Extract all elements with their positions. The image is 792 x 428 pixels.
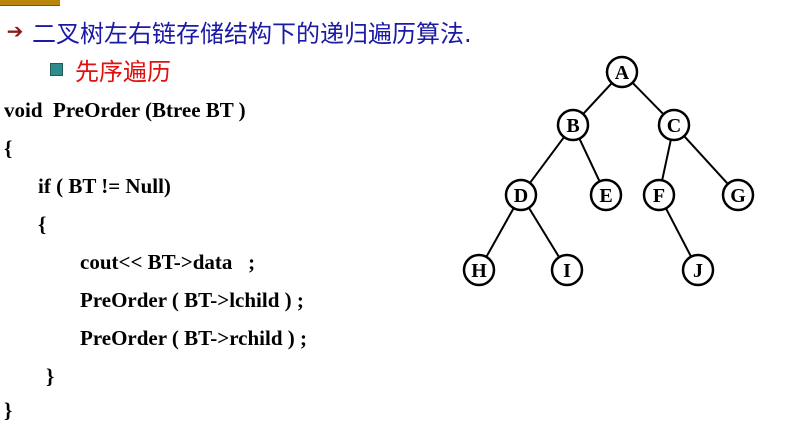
- tree-edge-b-d: [529, 136, 565, 184]
- tree-node-circle: [504, 178, 538, 212]
- tree-node-label: E: [599, 185, 612, 207]
- heading-text: 二叉树左右链存储结构下的递归遍历算法.: [32, 19, 472, 48]
- square-bullet-icon: [50, 62, 63, 76]
- code-line-close-brace: }: [4, 398, 13, 422]
- tree-node-label: C: [667, 115, 681, 137]
- tree-node-j: J: [681, 253, 715, 287]
- tree-node-e: E: [589, 178, 623, 212]
- code-line-if-open-brace: {: [38, 212, 47, 236]
- code-line-recurse-left: PreOrder ( BT->lchild ) ;: [80, 288, 304, 312]
- tree-node-f: F: [642, 178, 676, 212]
- slide-subheading: 先序遍历: [50, 52, 171, 86]
- tree-node-d: D: [504, 178, 538, 212]
- tree-edge-b-e: [578, 138, 601, 182]
- tree-node-g: G: [721, 178, 755, 212]
- top-decoration: [0, 0, 60, 6]
- tree-node-circle: [556, 108, 590, 142]
- tree-node-label: G: [730, 185, 746, 207]
- tree-node-circle: [589, 178, 623, 212]
- tree-node-circle: [605, 55, 639, 89]
- tree-edge-c-f: [661, 139, 672, 181]
- tree-node-label: A: [615, 62, 630, 84]
- tree-edge-a-b: [582, 82, 613, 115]
- tree-node-label: F: [653, 185, 665, 207]
- tree-node-circle: [721, 178, 755, 212]
- tree-edge-d-i: [527, 207, 561, 258]
- code-line-recurse-right: PreOrder ( BT->rchild ) ;: [80, 326, 308, 350]
- tree-node-label: D: [514, 185, 528, 207]
- tree-node-label: J: [693, 260, 703, 282]
- code-line-if: if ( BT != Null): [38, 174, 171, 198]
- tree-nodes: A B C D E F G H I J: [462, 55, 755, 287]
- tree-node-c: C: [657, 108, 691, 142]
- slide-heading: ➔ 二叉树左右链存储结构下的递归遍历算法.: [6, 14, 472, 48]
- code-line-if-close-brace: }: [46, 364, 55, 388]
- tree-edge-a-c: [631, 82, 665, 115]
- tree-node-i: I: [550, 253, 584, 287]
- binary-tree-diagram: A B C D E F G H I J: [462, 55, 755, 287]
- tree-node-a: A: [605, 55, 639, 89]
- tree-edge-d-h: [485, 207, 515, 258]
- tree-node-circle: [462, 253, 496, 287]
- tree-node-label: B: [566, 115, 579, 137]
- tree-edges: [485, 82, 729, 258]
- code-line-signature: void PreOrder (Btree BT ): [4, 98, 246, 122]
- subheading-text: 先序遍历: [75, 57, 171, 86]
- tree-node-label: H: [471, 260, 487, 282]
- tree-node-circle: [642, 178, 676, 212]
- tree-node-b: B: [556, 108, 590, 142]
- tree-node-circle: [681, 253, 715, 287]
- code-line-open-brace: {: [4, 136, 13, 160]
- arrow-bullet-icon: ➔: [6, 19, 24, 43]
- tree-node-label: I: [563, 260, 571, 282]
- tree-node-circle: [657, 108, 691, 142]
- code-line-cout: cout<< BT->data ;: [80, 250, 256, 274]
- tree-node-circle: [550, 253, 584, 287]
- tree-node-h: H: [462, 253, 496, 287]
- tree-edge-f-j: [665, 207, 692, 258]
- tree-edge-c-g: [683, 135, 729, 185]
